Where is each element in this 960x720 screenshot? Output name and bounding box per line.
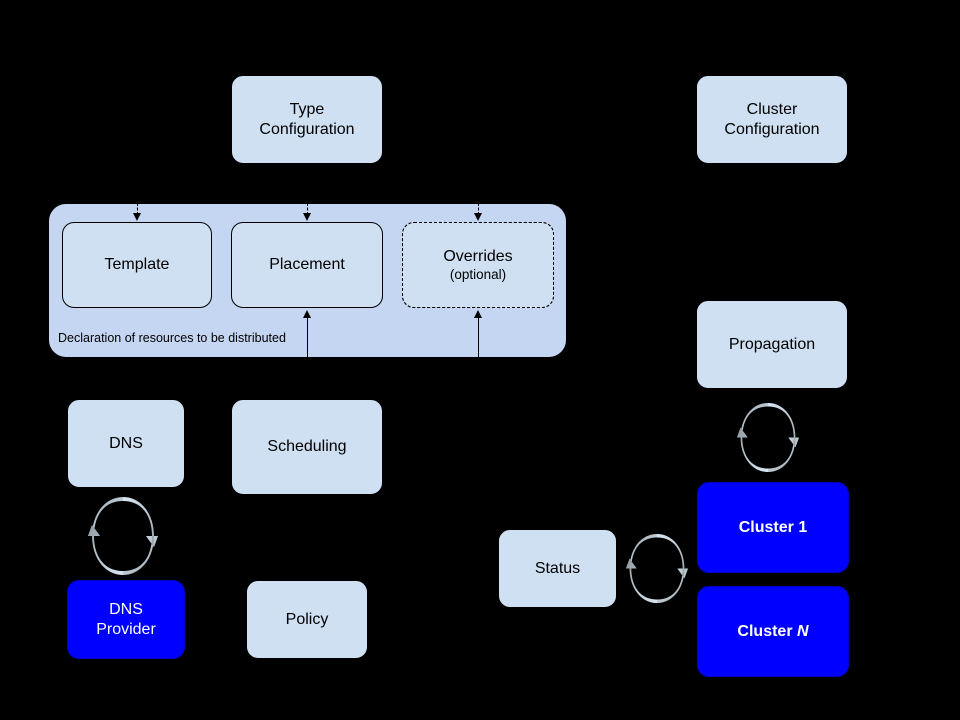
node-scheduling-label: Scheduling xyxy=(267,438,347,455)
node-cluster-n[interactable]: Cluster N xyxy=(697,586,849,677)
group-caption: Declaration of resources to be distribut… xyxy=(58,331,286,345)
node-cluster-1-label: Cluster 1 xyxy=(738,518,808,536)
connector-typeconfig-to-template xyxy=(137,203,138,215)
node-overrides-label: Overrides (optional) xyxy=(443,247,513,282)
node-propagation[interactable]: Propagation xyxy=(696,300,848,389)
arrowhead-template-in xyxy=(132,213,141,221)
sync-arrows-icon-propagation xyxy=(737,398,799,477)
arrowhead-placement-up xyxy=(302,310,311,318)
sync-arrows-icon-dns xyxy=(88,495,158,577)
node-overrides[interactable]: Overrides (optional) xyxy=(402,222,554,308)
node-cluster-n-label: Cluster N xyxy=(737,622,809,640)
sync-arrows-icon-status xyxy=(626,529,688,608)
node-type-configuration-label: Type Configuration xyxy=(259,100,355,138)
arrowhead-overrides-up xyxy=(473,310,482,318)
node-dns-provider-label: DNS Provider xyxy=(96,600,156,638)
node-cluster-configuration[interactable]: Cluster Configuration xyxy=(696,75,848,164)
connector-status-to-overrides xyxy=(478,318,479,357)
arrowhead-overrides-in xyxy=(473,213,482,221)
connector-scheduling-to-placement xyxy=(307,318,308,357)
node-template[interactable]: Template xyxy=(62,222,212,308)
node-placement-label: Placement xyxy=(269,256,345,273)
connector-typeconfig-to-overrides xyxy=(478,203,479,215)
node-cluster-configuration-label: Cluster Configuration xyxy=(724,100,820,138)
node-placement[interactable]: Placement xyxy=(231,222,383,308)
node-dns-provider[interactable]: DNS Provider xyxy=(67,580,185,659)
arrowhead-placement-in xyxy=(302,213,311,221)
node-scheduling[interactable]: Scheduling xyxy=(231,399,383,495)
connector-typeconfig-to-placement xyxy=(307,203,308,215)
node-type-configuration[interactable]: Type Configuration xyxy=(231,75,383,164)
node-dns-label: DNS xyxy=(109,434,143,452)
node-policy[interactable]: Policy xyxy=(246,580,368,659)
node-status-label: Status xyxy=(534,559,581,577)
node-cluster-1[interactable]: Cluster 1 xyxy=(697,482,849,573)
node-dns[interactable]: DNS xyxy=(67,399,185,488)
node-status[interactable]: Status xyxy=(498,529,617,608)
node-template-label: Template xyxy=(104,256,170,273)
node-propagation-label: Propagation xyxy=(728,335,816,353)
node-policy-label: Policy xyxy=(285,610,329,628)
